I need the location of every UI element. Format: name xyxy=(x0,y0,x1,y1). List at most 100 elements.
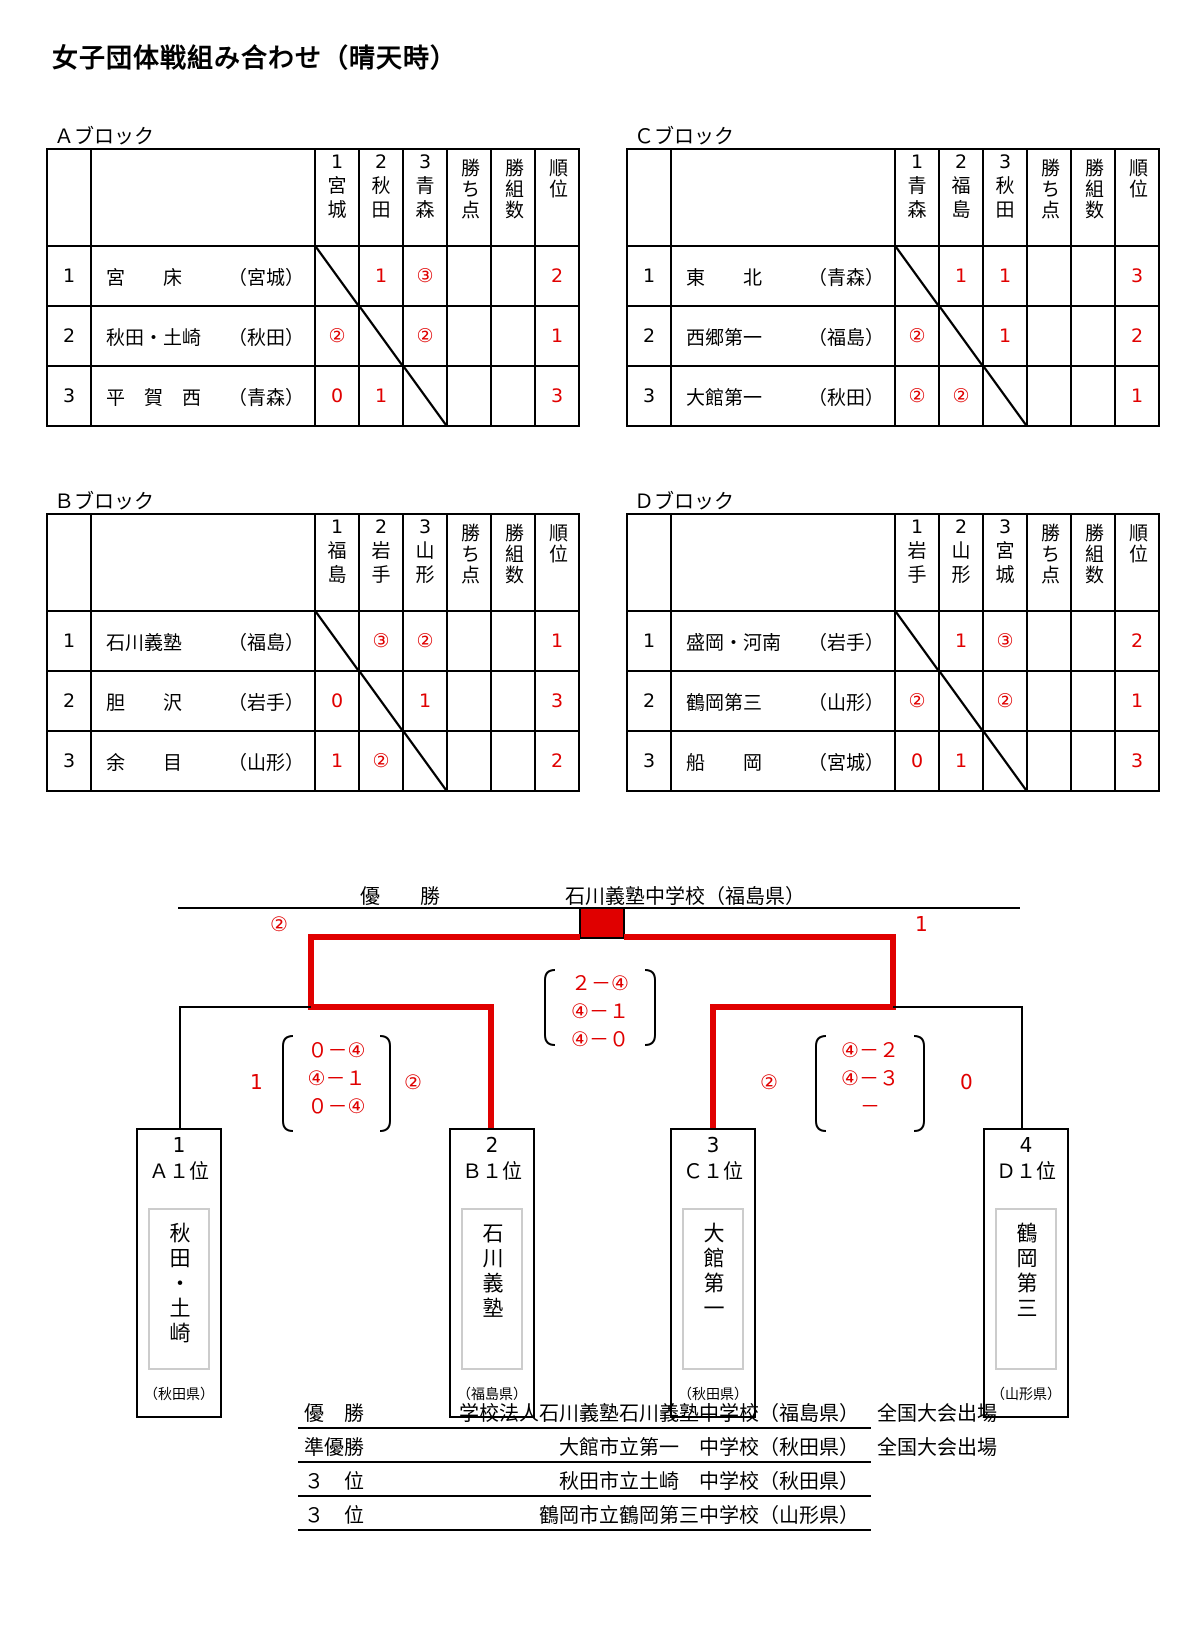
match-result: ② xyxy=(938,365,984,427)
seed-number: 1 xyxy=(172,1133,186,1157)
self-match-cell xyxy=(982,365,1028,427)
match-result: ③ xyxy=(358,610,404,672)
result-row: ３ 位秋田市立土崎 中学校（秋田県） xyxy=(298,1462,997,1497)
semi1-right-score: ② xyxy=(404,1070,422,1094)
team-name: 平 賀 西 xyxy=(106,386,202,409)
team-name: 秋田・土崎 xyxy=(106,326,202,349)
match-result: 1 xyxy=(358,245,404,307)
set-score: ④－１ xyxy=(571,999,629,1023)
self-match-cell xyxy=(938,670,984,732)
final-left-score: ② xyxy=(270,912,288,936)
summary-header: 勝組数 xyxy=(1070,148,1116,247)
team-number: 2 xyxy=(46,305,92,367)
win-points xyxy=(446,730,492,792)
seed-prefecture: （秋田県） xyxy=(144,1387,214,1403)
won-sets xyxy=(490,610,536,672)
seed-team-name: 石川義塾 xyxy=(480,1222,504,1322)
seed-label: Ａ１位 xyxy=(149,1159,209,1183)
result-note: 全国大会出場 xyxy=(877,1401,997,1425)
team-number: 1 xyxy=(626,245,672,307)
summary-header: 勝ち点 xyxy=(1026,148,1072,247)
result-note xyxy=(871,1462,997,1496)
set-score: ０－④ xyxy=(307,1038,366,1062)
summary-header: 順位 xyxy=(1114,513,1160,612)
self-match-cell xyxy=(402,730,448,792)
team-prefecture: （山形） xyxy=(807,691,884,714)
team-prefecture: （岩手） xyxy=(227,691,304,714)
header-blank xyxy=(90,148,316,247)
seed-team-frame: 石川義塾 xyxy=(461,1208,523,1370)
seed-prefecture: （山形県） xyxy=(991,1387,1061,1403)
set-score: ④－２ xyxy=(841,1038,899,1062)
result-note: 全国大会出場 xyxy=(877,1434,997,1459)
summary-header: 勝ち点 xyxy=(1026,513,1072,612)
rank: 1 xyxy=(1114,670,1160,732)
self-match-cell xyxy=(938,305,984,367)
final-right-score: 1 xyxy=(915,912,928,936)
team-name-cell: 船 岡 （宮城） xyxy=(670,730,896,792)
team-name: 盛岡・河南 xyxy=(686,631,782,654)
team-name-cell: 余 目（山形） xyxy=(90,730,316,792)
team-number: 1 xyxy=(626,610,672,672)
header-blank xyxy=(670,148,896,247)
team-prefecture: （秋田） xyxy=(807,386,884,409)
set-score: － xyxy=(860,1094,880,1118)
semi2-left-score: ② xyxy=(760,1070,778,1094)
team-name: 船 岡 xyxy=(686,751,763,774)
self-match-cell xyxy=(894,245,940,307)
summary-header: 順位 xyxy=(534,148,580,247)
team-number: 1 xyxy=(46,610,92,672)
seed-number: 3 xyxy=(706,1133,720,1157)
self-match-cell xyxy=(314,610,360,672)
summary-header: 順位 xyxy=(1114,148,1160,247)
match-result: ③ xyxy=(982,610,1028,672)
match-result: 0 xyxy=(314,670,360,732)
match-result: 0 xyxy=(894,730,940,792)
team-name-cell: 盛岡・河南 （岩手） xyxy=(670,610,896,672)
team-prefecture: （秋田） xyxy=(227,326,304,349)
rank: 3 xyxy=(534,670,580,732)
rank: 2 xyxy=(1114,305,1160,367)
team-number: 3 xyxy=(626,365,672,427)
team-prefecture: （宮城） xyxy=(227,266,304,289)
set-score: ０－④ xyxy=(307,1094,366,1118)
team-name-cell: 大館第一（秋田） xyxy=(670,365,896,427)
rank: 3 xyxy=(534,365,580,427)
team-name: 胆 沢 xyxy=(106,691,183,714)
team-name: 石川義塾 xyxy=(106,631,183,654)
match-result: ② xyxy=(314,305,360,367)
team-number: 2 xyxy=(626,670,672,732)
rank: 2 xyxy=(534,730,580,792)
team-prefecture: （岩手） xyxy=(807,631,884,654)
self-match-cell xyxy=(358,305,404,367)
result-school: 大館市立第一 中学校（秋田県） xyxy=(384,1428,871,1463)
rank: 3 xyxy=(1114,245,1160,307)
team-name-cell: 石川義塾（福島） xyxy=(90,610,316,672)
header-blank xyxy=(626,513,672,612)
won-sets xyxy=(1070,730,1116,792)
semi2-sets: ④－２ ④－３ － xyxy=(826,1036,914,1120)
team-name-cell: 秋田・土崎 （秋田） xyxy=(90,305,316,367)
win-points xyxy=(446,670,492,732)
team-prefecture: （宮城） xyxy=(807,751,884,774)
final-results-table: 優 勝学校法人石川義塾石川義塾中学校（福島県）全国大会出場準優勝大館市立第一 中… xyxy=(298,1395,997,1531)
match-result: ② xyxy=(894,365,940,427)
team-prefecture: （青森） xyxy=(807,266,884,289)
rank: 1 xyxy=(534,610,580,672)
self-match-cell xyxy=(894,610,940,672)
won-sets xyxy=(490,730,536,792)
match-result: 1 xyxy=(938,245,984,307)
